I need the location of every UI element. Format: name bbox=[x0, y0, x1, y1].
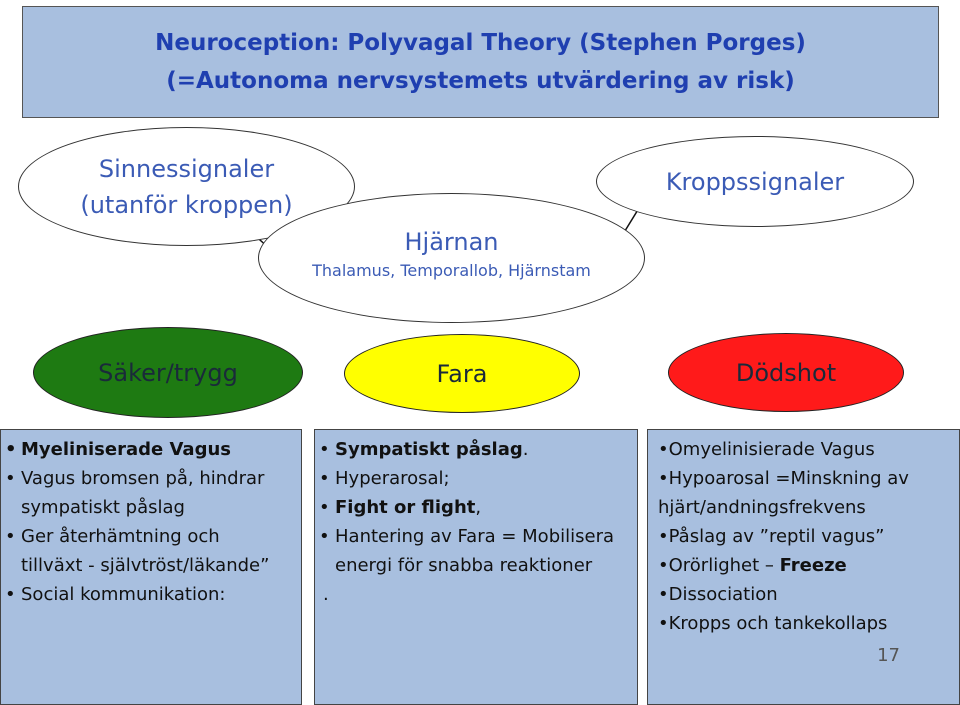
title-line-1: Neuroception: Polyvagal Theory (Stephen … bbox=[155, 30, 806, 56]
list-item-continuation: hjärt/andningsfrekvens bbox=[658, 497, 866, 518]
title-box: Neuroception: Polyvagal Theory (Stephen … bbox=[22, 6, 939, 118]
deadly-state-ellipse: Dödshot bbox=[668, 333, 904, 412]
safe-list: Myeliniserade Vagus Vagus bromsen på, hi… bbox=[1, 430, 301, 609]
brain-title: Hjärnan bbox=[404, 228, 499, 256]
danger-list: Sympatiskt påslag. Hyperarosal; Fight or… bbox=[315, 430, 637, 609]
list-item: •Omyelinisierade Vagus bbox=[658, 439, 875, 460]
list-item-text: •Orörlighet – bbox=[658, 555, 780, 576]
body-signals-label: Kroppssignaler bbox=[665, 167, 845, 196]
brain-ellipse: Hjärnan Thalamus, Temporallob, Hjärnstam bbox=[258, 193, 645, 323]
list-item: Myeliniserade Vagus bbox=[1, 435, 301, 464]
deadly-state-label: Dödshot bbox=[735, 358, 837, 387]
danger-state-ellipse: Fara bbox=[344, 334, 580, 413]
list-item-continuation: energi för snabba reaktioner bbox=[335, 555, 593, 576]
list-item: Ger återhämtning och bbox=[1, 522, 301, 551]
sensory-signals-ellipse: Sinnessignaler (utanför kroppen) bbox=[18, 127, 355, 246]
list-item: •Påslag av ”reptil vagus” bbox=[658, 526, 885, 547]
list-item-continuation: tillväxt - självtröst/läkande” bbox=[21, 555, 270, 576]
list-item-continuation: sympatiskt påslag bbox=[21, 497, 185, 518]
list-item: Sympatiskt påslag. bbox=[315, 435, 637, 464]
list-item-punct: . bbox=[522, 439, 529, 460]
safe-state-ellipse: Säker/trygg bbox=[33, 327, 303, 418]
list-item: Fight or flight, bbox=[315, 493, 637, 522]
list-item: •Hypoarosal =Minskning av bbox=[658, 468, 909, 489]
deadly-list: •Omyelinisierade Vagus •Hypoarosal =Mins… bbox=[648, 430, 959, 638]
list-item-punct: , bbox=[475, 497, 482, 518]
sensory-signals-line1: Sinnessignaler bbox=[98, 154, 275, 183]
list-item-bold: Freeze bbox=[779, 555, 847, 576]
safe-description-box: Myeliniserade Vagus Vagus bromsen på, hi… bbox=[0, 429, 302, 705]
body-signals-ellipse: Kroppssignaler bbox=[596, 136, 914, 227]
list-item: •Orörlighet – Freeze bbox=[648, 551, 959, 580]
safe-state-label: Säker/trygg bbox=[98, 358, 238, 387]
danger-state-label: Fara bbox=[436, 359, 488, 388]
list-item: Hyperarosal; bbox=[315, 464, 637, 493]
sensory-signals-line2: (utanför kroppen) bbox=[80, 190, 293, 219]
list-item: Social kommunikation: bbox=[1, 580, 301, 609]
list-item-dot: . bbox=[323, 584, 329, 605]
title-line-2: (=Autonoma nervsystemets utvärdering av … bbox=[166, 68, 795, 94]
list-item-bold: Sympatiskt påslag bbox=[335, 439, 523, 460]
list-item: Hantering av Fara = Mobilisera bbox=[315, 522, 637, 551]
list-item: •Dissociation bbox=[658, 584, 778, 605]
page-number: 17 bbox=[877, 645, 900, 666]
brain-subtitle: Thalamus, Temporallob, Hjärnstam bbox=[312, 261, 591, 280]
list-item: Vagus bromsen på, hindrar bbox=[1, 464, 301, 493]
list-item: •Kropps och tankekollaps bbox=[658, 613, 888, 634]
deadly-description-box: •Omyelinisierade Vagus •Hypoarosal =Mins… bbox=[647, 429, 960, 705]
danger-description-box: Sympatiskt påslag. Hyperarosal; Fight or… bbox=[314, 429, 638, 705]
list-item-bold: Fight or flight bbox=[335, 497, 476, 518]
